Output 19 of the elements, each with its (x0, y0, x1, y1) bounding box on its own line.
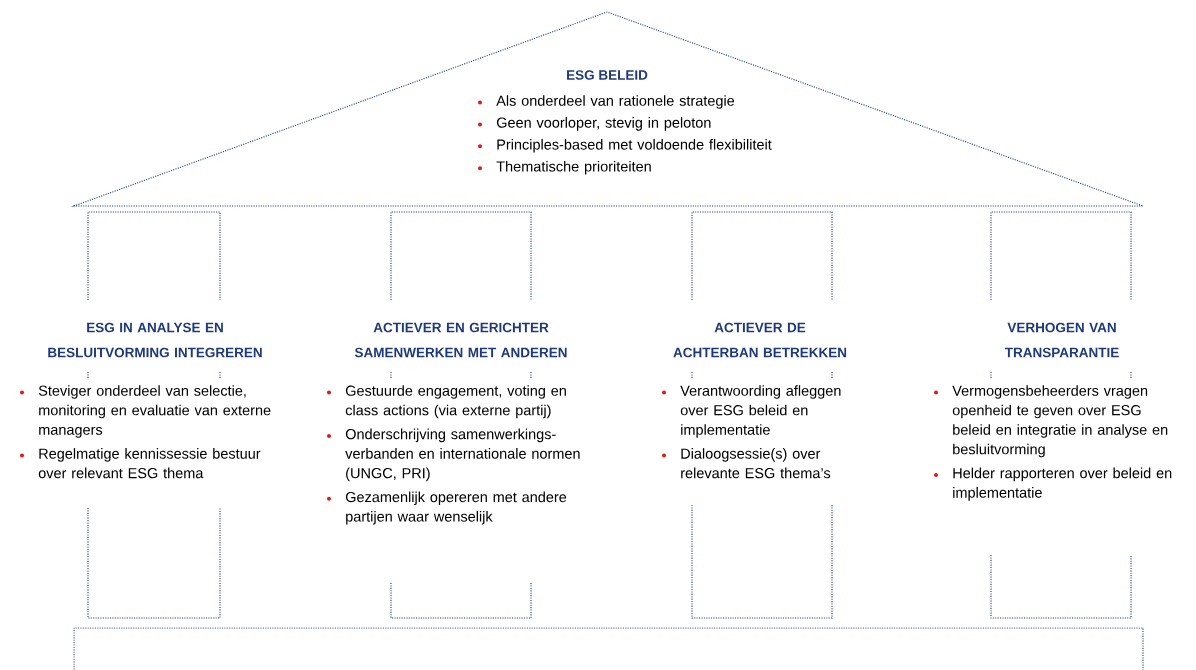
bullet-item: Helder rapporteren over beleid en implementatie (934, 467, 1172, 501)
bullet-item: Steviger onderdeel van selectie, monitoring en evaluatie van externe managers (20, 385, 271, 438)
heading: ACTIEVER EN GERICHTER SAMENWERKEN MET ANDEREN (354, 322, 567, 358)
heading: VERHOGEN VAN TRANSPARANTIE (1004, 322, 1119, 358)
bullet-item: Vermogensbeheerders vragen openheid te geven over ESG beleid en integratie in analyse en besluitvorming (934, 385, 1168, 458)
bullet-item: Verantwoording afleggen over ESG beleid en implementatie (662, 385, 841, 438)
bullet-item: Principles-based met voldoende flexibiliteit (478, 139, 772, 153)
heading: ACTIEVER DE ACHTERBAN BETREKKEN (673, 322, 847, 358)
bullet-item: Gestuurde engagement, voting en class actions (via externe partij) (327, 385, 566, 419)
bullet-item: Gezamenlijk opereren met andere partijen waar wenselijk (327, 491, 567, 525)
bullet-item: Geen voorloper, stevig in peloton (478, 117, 711, 131)
bullet-item: Regelmatige kennissessie bestuur over relevant ESG thema (20, 448, 261, 479)
bullet-item: Onderschrijving samenwerkings- verbanden en internationale normen (UNGC, PRI) (327, 428, 580, 482)
base-box (73, 627, 1144, 670)
heading: ESG IN ANALYSE EN BESLUITVORMING INTEGREREN (48, 322, 262, 358)
bullet-item: Thematische prioriteiten (478, 160, 651, 175)
bullet-item: Als onderdeel van rationele strategie (478, 95, 735, 109)
heading: ESG BELEID (567, 70, 648, 80)
bullet-item: Dialoogsessie(s) over relevante ESG thema’s (662, 448, 831, 479)
